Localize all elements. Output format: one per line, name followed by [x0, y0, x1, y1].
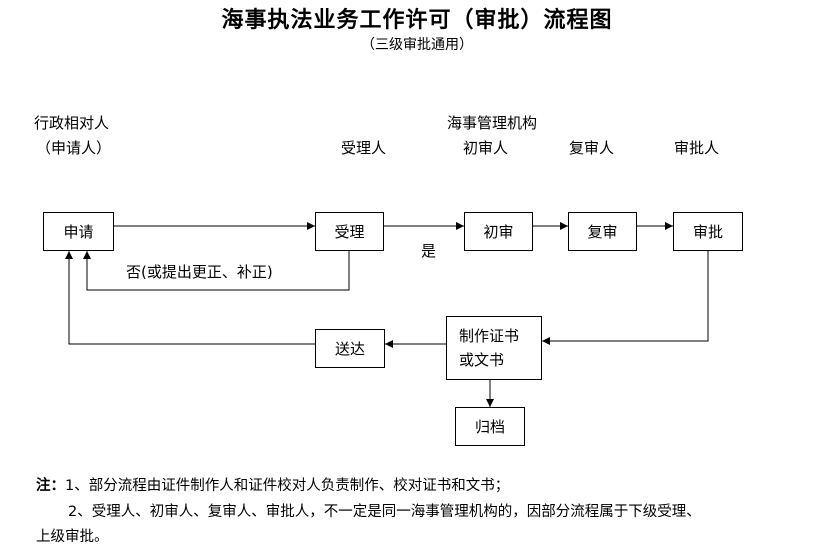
- node-make-line2: 或文书: [459, 351, 505, 369]
- role-applicant: 行政相对人: [34, 114, 110, 132]
- node-make-line1: 制作证书: [459, 327, 520, 345]
- role-second-reviewer: 复审人: [569, 139, 615, 157]
- node-archive: 归档: [455, 407, 525, 446]
- role-applicant-note: （申请人）: [36, 139, 112, 157]
- node-make-certificate: 制作证书 或文书: [446, 316, 542, 380]
- note-line-3: 上级审批。: [36, 529, 109, 545]
- page-title: 海事执法业务工作许可（审批）流程图: [221, 8, 613, 33]
- node-deliver: 送达: [315, 329, 385, 368]
- node-second-review: 复审: [568, 212, 637, 251]
- note-prefix: 注：: [36, 478, 65, 494]
- role-first-reviewer: 初审人: [463, 139, 509, 157]
- role-approver: 审批人: [674, 139, 720, 157]
- role-agency: 海事管理机构: [447, 114, 538, 132]
- arrow-approve-to-make: [542, 251, 709, 345]
- note-line-1: 注：1、部分流程由证件制作人和证件校对人负责制作、校对证书和文书；: [36, 473, 509, 499]
- note-text-1: 1、部分流程由证件制作人和证件校对人负责制作、校对证书和文书；: [65, 478, 510, 494]
- arrow-accept-back-to-apply: [83, 251, 350, 291]
- node-approve: 审批: [673, 212, 743, 251]
- note-line-2: 2、受理人、初审人、复审人、审批人，不一定是同一海事管理机构的，因部分流程属于下…: [68, 504, 701, 520]
- edge-label-no: 否(或提出更正、补正): [126, 263, 273, 281]
- node-accept: 受理: [315, 212, 384, 251]
- node-apply: 申请: [43, 212, 114, 251]
- node-first-review: 初审: [464, 212, 533, 251]
- role-acceptor: 受理人: [341, 139, 387, 157]
- page-subtitle: （三级审批通用）: [361, 37, 473, 53]
- edge-label-yes: 是: [421, 242, 437, 260]
- arrow-deliver-to-apply: [65, 251, 315, 345]
